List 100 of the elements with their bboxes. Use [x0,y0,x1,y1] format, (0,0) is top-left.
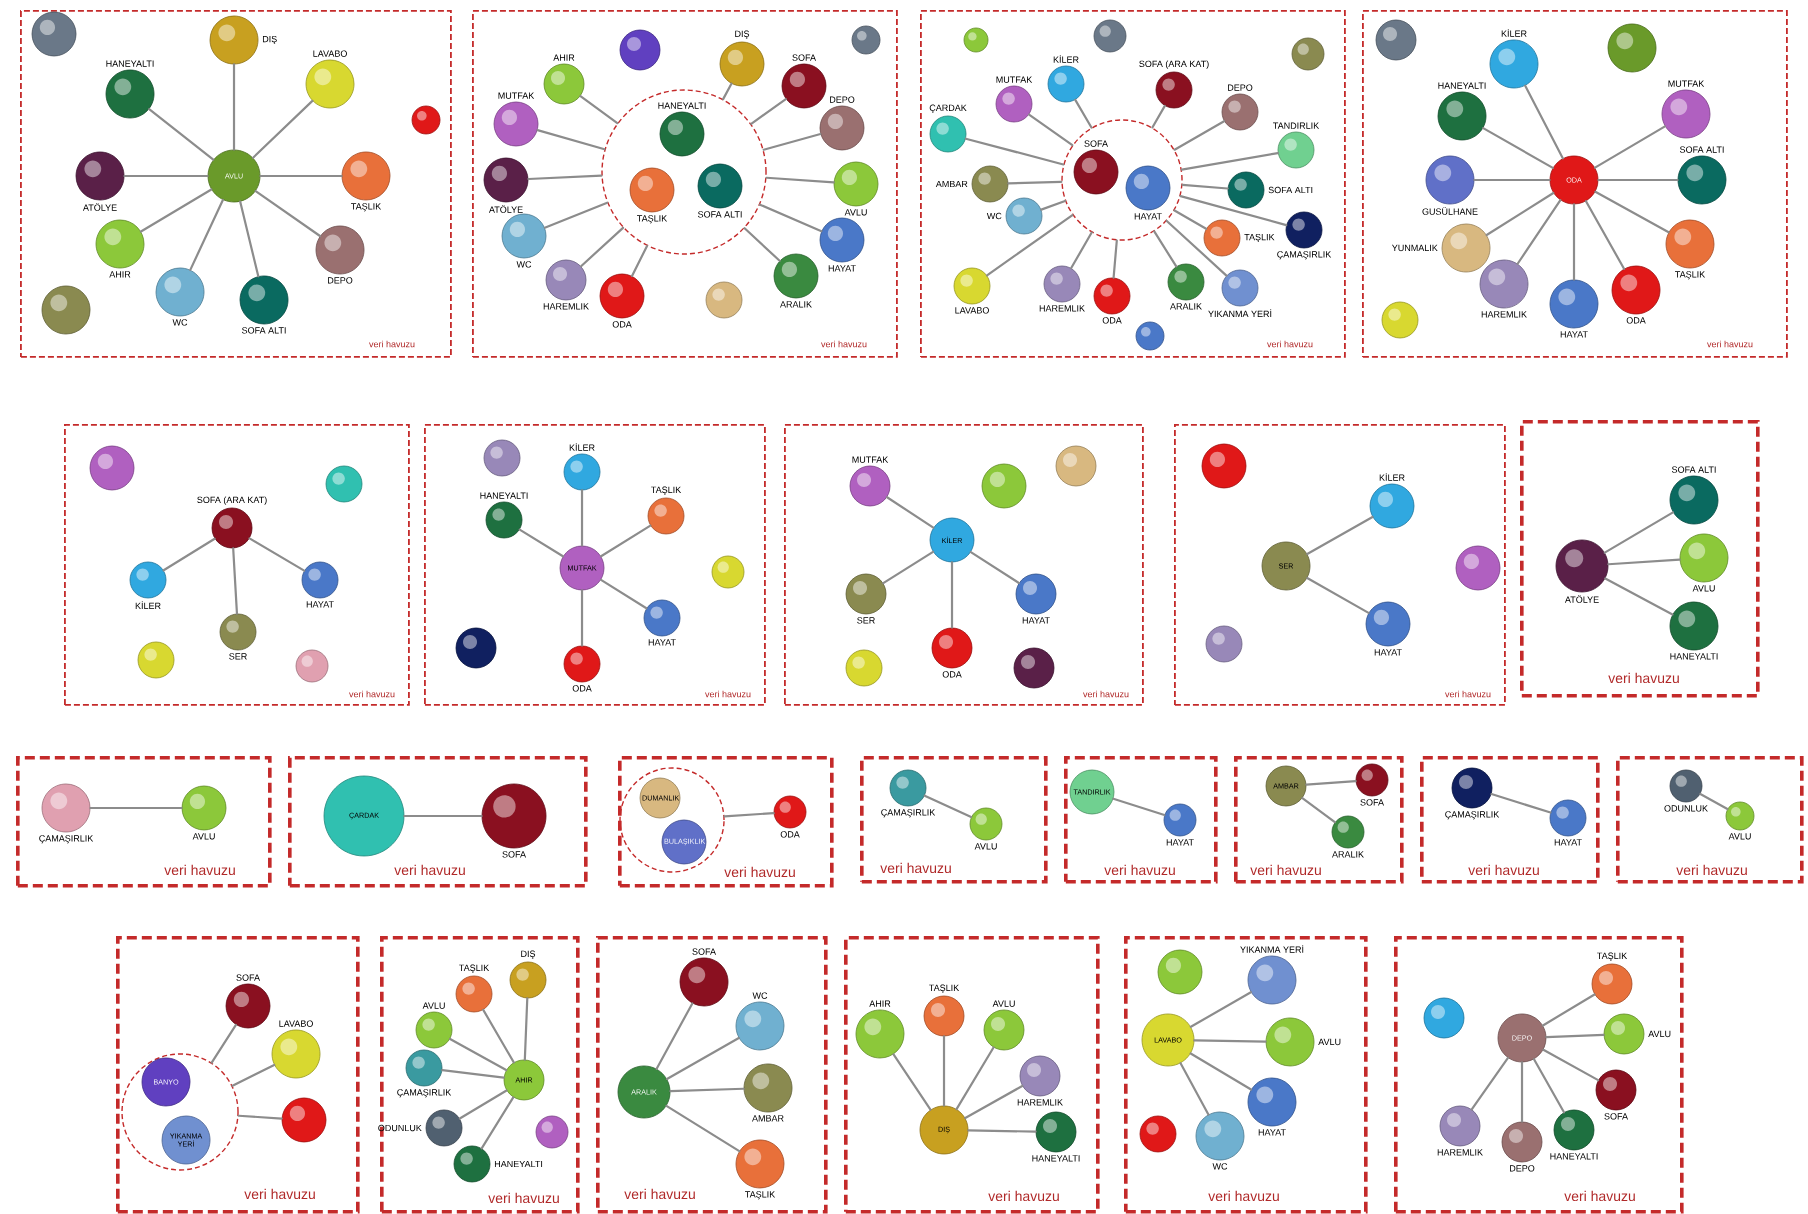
connector-line [723,812,775,818]
connector-line [1490,792,1552,814]
connector-line [985,213,1074,277]
sphere [1157,949,1203,995]
connector-line [1482,127,1554,169]
sphere [1205,625,1243,663]
connector-line [148,108,215,161]
connector-line [1516,199,1562,265]
connector-line [1189,1052,1253,1091]
connector-line [1470,1056,1510,1111]
sphere [1135,321,1165,351]
sphere [1607,23,1657,73]
connector-line [1593,125,1667,169]
sphere [705,281,743,319]
sphere [619,29,661,71]
connector-line [885,496,935,529]
connector-line [536,129,606,151]
connector-line [1305,780,1357,786]
connector-line [162,537,216,572]
sphere [1381,301,1419,339]
connector-line [1179,194,1288,227]
connector-line [189,198,224,271]
connector-line [1306,515,1374,556]
connector-line [210,1023,238,1064]
connector-line [518,528,565,558]
connector-line [441,1069,505,1079]
sphere [711,555,745,589]
connector-line [231,1063,276,1087]
dashed-circle [619,767,725,873]
connector-line [599,578,648,610]
sphere [1201,443,1247,489]
connector-line [1180,152,1279,171]
sphere [963,27,989,53]
connector-line [458,1089,508,1120]
sphere [1423,997,1465,1039]
connector-line [232,547,239,615]
sphere [89,445,135,491]
connector-line [123,174,209,178]
connector-line [1193,1039,1267,1043]
connector-line [1520,1061,1524,1123]
connector-line [1594,190,1670,234]
connector-line [480,1096,515,1150]
connector-line [1699,792,1729,811]
connector-line [1151,104,1166,129]
connector-line [950,561,954,629]
connector-line [248,537,306,572]
connector-line [964,1084,1024,1120]
sphere [1093,19,1127,53]
connector-line [403,814,483,818]
connector-line [527,174,603,181]
connector-line [254,190,322,238]
connector-line [630,244,649,278]
connector-line [1524,84,1564,160]
connector-line [1173,120,1226,151]
connector-line [482,1008,515,1064]
connector-line [665,1104,741,1153]
connector-line [955,1046,995,1111]
connector-line [964,137,1065,166]
connector-line [580,589,584,647]
connector-line [655,1002,694,1070]
connector-line [89,806,183,810]
connector-line [237,1114,283,1120]
connector-line [232,63,236,151]
connector-line [1040,199,1067,211]
connector-line [1545,1033,1605,1039]
connector-line [1179,1062,1210,1116]
dashed-circle [601,89,767,255]
connector-line [543,201,609,229]
connector-line [1572,203,1576,281]
sphere [851,25,881,55]
sphere [1055,445,1097,487]
connector-line [967,1129,1037,1133]
connector-line [765,176,835,184]
connector-line [758,203,823,233]
connector-line [1181,183,1229,190]
connector-line [923,794,973,819]
connector-line [1027,113,1074,147]
connector-line [580,489,584,547]
connector-line [1542,1048,1600,1082]
connector-line [449,1037,508,1072]
connector-line [1603,511,1675,554]
connector-line [1070,231,1093,270]
sphere [1013,647,1055,689]
connector-line [259,174,343,178]
connector-line [969,551,1020,585]
connector-line [1604,577,1674,616]
connector-line [579,94,619,125]
connector-line [579,226,625,268]
connector-line [942,1035,946,1107]
connector-line [1007,180,1063,185]
sphere [281,1097,327,1143]
connector-line [665,1036,740,1081]
sphere [325,465,363,503]
sphere [295,649,329,683]
connector-line [892,1053,932,1111]
sphere [31,11,77,57]
sphere [1375,19,1417,61]
dashed-circle [1061,119,1183,241]
connector-line [1473,178,1551,182]
connector-line [1074,98,1093,129]
